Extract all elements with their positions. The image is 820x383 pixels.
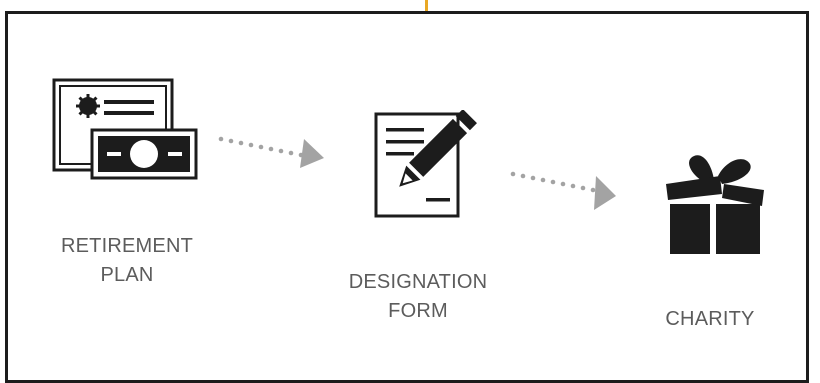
step-label-designation-form: DESIGNATION FORM: [323, 268, 513, 326]
dotted-arrow-icon: [510, 171, 616, 210]
step-label-retirement-plan: RETIREMENT PLAN: [34, 232, 220, 290]
label-line: RETIREMENT: [61, 235, 193, 257]
label-line: PLAN: [100, 264, 154, 286]
label-line: CHARITY: [665, 308, 755, 330]
gift-icon: [666, 155, 764, 254]
label-line: FORM: [388, 300, 448, 322]
accent-tick: [425, 0, 428, 13]
dotted-arrow-icon: [218, 136, 324, 168]
step-label-charity: CHARITY: [630, 305, 790, 334]
label-line: DESIGNATION: [348, 271, 488, 293]
certificate-icon: [52, 78, 198, 180]
form-pen-icon: [374, 110, 477, 218]
